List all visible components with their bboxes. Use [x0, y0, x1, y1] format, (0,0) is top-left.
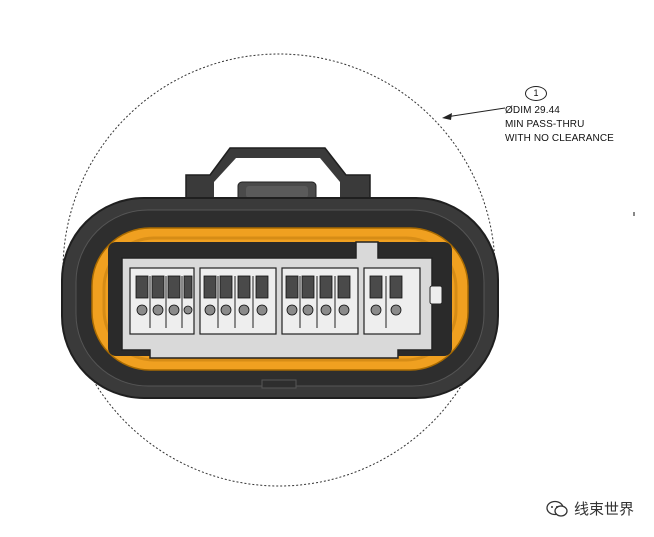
callout-line-1: ØDIM 29.44: [505, 105, 560, 116]
cavity-separators: [149, 276, 387, 328]
terminal-contacts: [136, 304, 402, 316]
wechat-icon: [546, 500, 568, 517]
edge-mark: [633, 212, 635, 216]
callout-text: ØDIM 29.44 MIN PASS-THRU WITH NO CLEARAN…: [505, 104, 614, 146]
side-key: [429, 285, 443, 305]
callout-line-2: MIN PASS-THRU: [505, 119, 585, 130]
cavity-row: [135, 275, 403, 299]
seal-shadow: [102, 236, 458, 362]
bottom-notch: [261, 379, 297, 389]
leader-arrowhead: [442, 113, 452, 120]
callout-line-3: WITH NO CLEARANCE: [505, 133, 614, 144]
leader-line: [445, 107, 506, 118]
callout-number-bubble: 1: [525, 86, 547, 101]
watermark-text: 线束世界: [573, 500, 634, 518]
latch: [185, 147, 371, 207]
watermark: 线束世界: [546, 498, 634, 519]
